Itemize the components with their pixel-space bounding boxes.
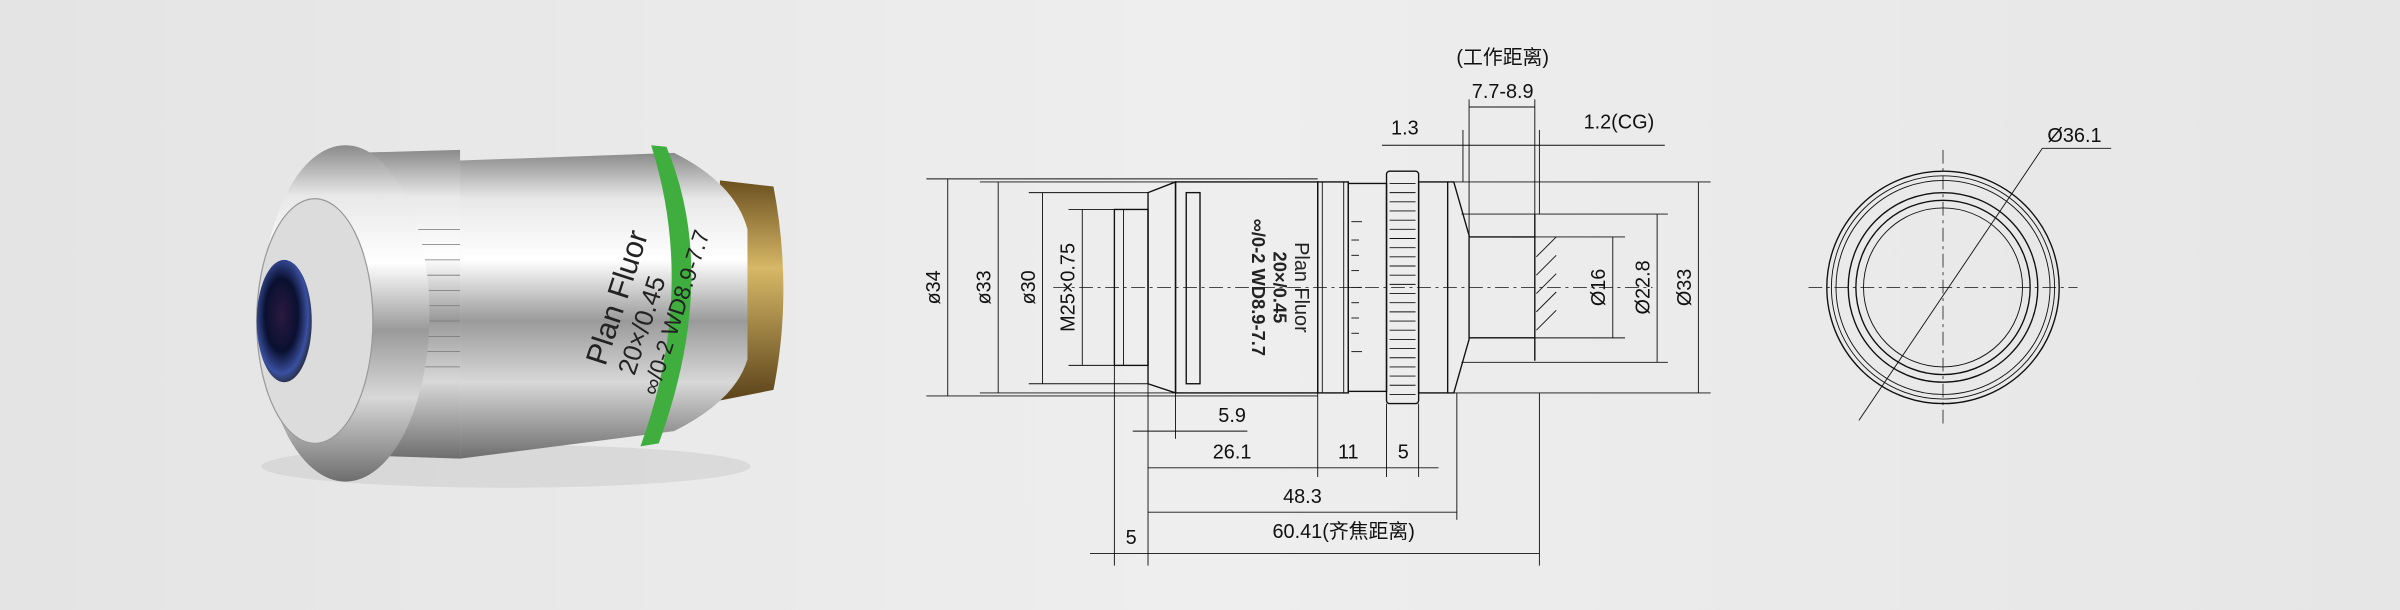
dim-48-3: 48.3 (1283, 486, 1322, 508)
dim-d34: ø34 (923, 270, 945, 304)
dim-5-9: 5.9 (1218, 405, 1246, 427)
drawing-engraving-line-1: Plan Fluor (1290, 242, 1312, 333)
front-view-drawing: Ø36.1 (1808, 125, 2112, 426)
dim-5-left: 5 (1126, 527, 1137, 549)
dim-11: 11 (1338, 442, 1359, 464)
dim-d33-right: Ø33 (1674, 269, 1696, 307)
cover-glass-hatch (1536, 236, 1557, 331)
dim-d30: ø30 (1018, 270, 1040, 304)
working-distance-label: (工作距离) (1456, 47, 1549, 69)
drawing-engraving-line-3: ∞/0-2 WD8.9-7.7 (1248, 219, 1269, 356)
dim-5-knurl: 5 (1398, 442, 1409, 464)
dim-d16: Ø16 (1588, 269, 1610, 307)
dim-thread: M25×0.75 (1058, 243, 1080, 332)
dim-d22-8: Ø22.8 (1632, 260, 1654, 314)
green-band (640, 145, 692, 447)
front-lens (256, 259, 312, 383)
dim-cover-glass: 1.2(CG) (1584, 111, 1655, 133)
dim-26-1: 26.1 (1213, 442, 1252, 464)
drawing-engraving: Plan Fluor 20×/0.45 ∞/0-2 WD8.9-7.7 (1248, 219, 1312, 356)
drawing-engraving-line-2: 20×/0.45 (1269, 251, 1290, 323)
objective-photo: Plan Fluor 20×/0.45 ∞/0-2 WD8.9-7.7 (256, 145, 784, 488)
side-view-drawing: ø34 ø33 ø30 M25×0.75 Ø16 Ø22.8 Ø33 Plan … (923, 47, 1711, 566)
knurl-lines (1389, 183, 1416, 395)
dim-d33-left: ø33 (974, 270, 996, 304)
dim-1-3: 1.3 (1391, 118, 1419, 140)
dim-parfocal: 60.41(齐焦距离) (1273, 521, 1415, 543)
dim-working-distance: 7.7-8.9 (1472, 81, 1534, 103)
dim-d36-1: Ø36.1 (2047, 125, 2101, 147)
